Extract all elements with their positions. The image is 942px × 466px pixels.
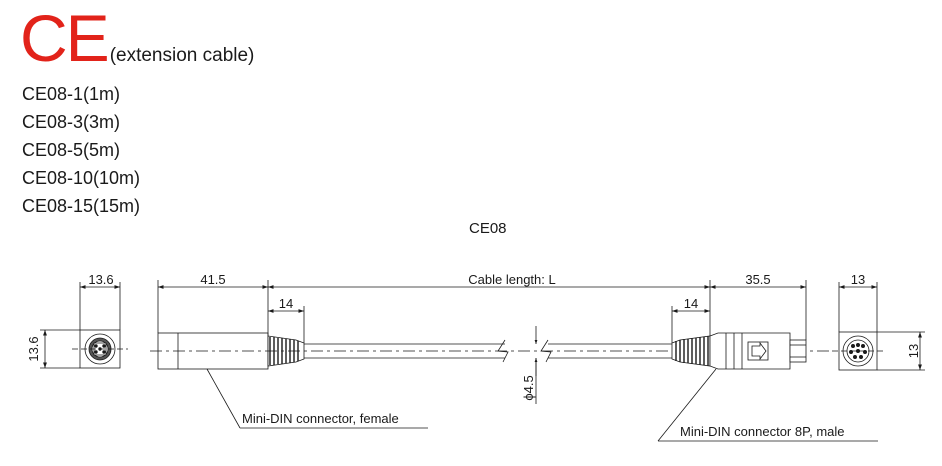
cable (304, 339, 672, 363)
model-list: CE08-1(1m) CE08-3(3m) CE08-5(5m) CE08-10… (22, 80, 140, 220)
dim-right-view-height: 13 (906, 344, 921, 358)
model-item: CE08-1(1m) (22, 84, 121, 104)
product-subtitle: (extension cable) (109, 45, 255, 66)
callout-male-connector: Mini-DIN connector 8P, male (680, 424, 845, 439)
brand-title: CE (20, 1, 110, 75)
male-end-view (832, 331, 884, 371)
drawing-title: CE08 (469, 220, 507, 237)
callout-female-connector: Mini-DIN connector, female (242, 411, 399, 426)
dim-female-boot-length: 14 (279, 296, 293, 311)
male-boot (671, 335, 711, 367)
dim-cable-diameter: ϕ4.5 (521, 375, 536, 400)
model-item: CE08-15(15m) (22, 196, 141, 216)
page-header: CE(extension cable) (20, 2, 254, 74)
male-connector (709, 332, 807, 370)
female-end-view (72, 329, 128, 369)
model-item: CE08-3(3m) (22, 112, 121, 132)
dim-left-view-height: 13.6 (26, 336, 41, 361)
dim-male-connector-length: 35.5 (745, 272, 770, 287)
model-item: CE08-5(5m) (22, 140, 121, 160)
dim-left-view-width: 13.6 (88, 272, 113, 287)
dim-cable-length: Cable length: L (468, 272, 555, 287)
model-item: CE08-10(10m) (22, 168, 141, 188)
dim-female-connector-length: 41.5 (200, 272, 225, 287)
dim-right-view-width: 13 (851, 272, 865, 287)
dim-male-boot-length: 14 (684, 296, 698, 311)
